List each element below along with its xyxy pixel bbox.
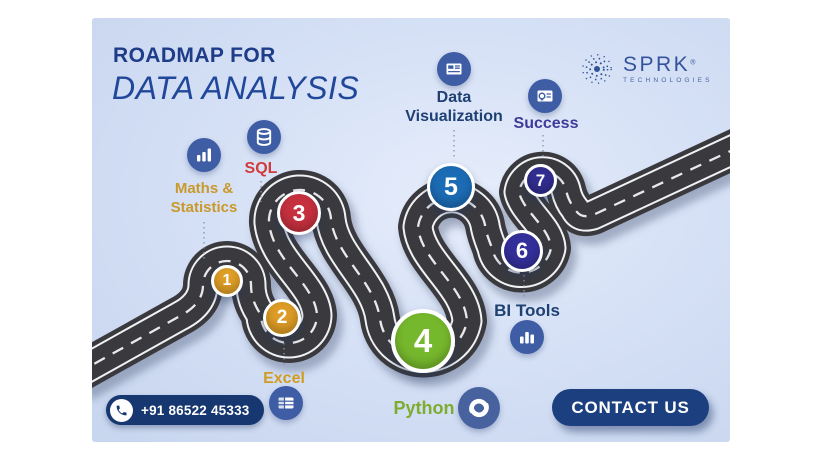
milestone-badge-4: 4 <box>391 309 455 373</box>
bi-chart-icon <box>510 320 544 354</box>
page-title: ROADMAP FOR <box>113 44 276 67</box>
label-maths-statistics: Maths & Statistics <box>170 180 238 216</box>
brand-name: SPRK <box>623 52 691 76</box>
page-subtitle: DATA ANALYSIS <box>112 70 360 106</box>
phone-pill[interactable]: +91 86522 45333 <box>106 395 265 425</box>
milestone-badge-5: 5 <box>427 163 475 211</box>
phone-icon <box>110 398 133 422</box>
label-sql: SQL <box>244 160 278 177</box>
label-python: Python <box>393 398 455 418</box>
label-success: Success <box>513 115 579 132</box>
award-icon <box>528 79 562 113</box>
bar-chart-icon <box>187 138 221 172</box>
milestone-badge-2: 2 <box>263 299 301 337</box>
milestone-badge-6: 6 <box>501 230 543 272</box>
python-icon <box>458 387 500 429</box>
label-bi-tools: BI Tools <box>494 301 560 320</box>
brand-tagline: TECHNOLOGIES <box>623 76 713 84</box>
registered-mark: ® <box>690 59 696 67</box>
phone-number: +91 86522 45333 <box>141 402 250 418</box>
milestone-badge-7: 7 <box>524 164 557 197</box>
label-data-visualization: Data Visualization <box>405 89 503 125</box>
dashboard-icon <box>437 52 471 86</box>
database-icon <box>247 120 281 154</box>
label-connector-lines <box>203 130 544 366</box>
starburst-logo-icon <box>582 54 612 84</box>
roadmap-poster: ROADMAP FOR DATA ANALYSIS SPRK® TECHNOLO… <box>92 18 730 442</box>
label-excel: Excel <box>263 370 305 387</box>
brand-logo: SPRK® TECHNOLOGIES <box>578 50 713 88</box>
spreadsheet-icon <box>269 386 303 420</box>
milestone-badge-1: 1 <box>211 265 243 297</box>
contact-us-button[interactable]: CONTACT US <box>552 389 709 426</box>
milestone-badge-3: 3 <box>277 191 321 235</box>
